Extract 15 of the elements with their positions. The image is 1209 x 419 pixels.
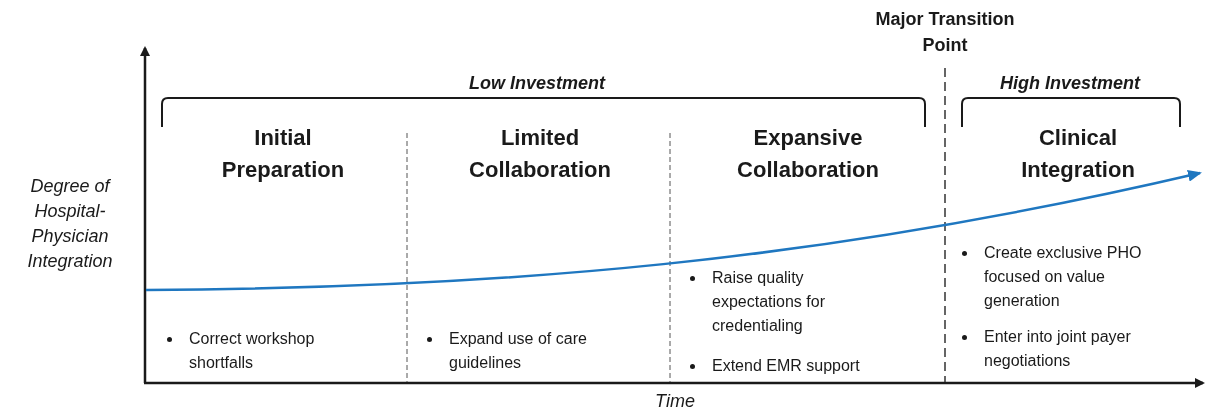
phase-title: Clinical Integration — [1020, 124, 1136, 184]
investment-label: High Investment — [999, 72, 1142, 95]
bullet-text: Expand use of care guidelines — [449, 329, 588, 373]
bullet-text: Extend EMR support — [712, 356, 860, 376]
axis-title: Degree of Hospital-Physician Integration — [26, 175, 114, 273]
phase-title: Expansive Collaboration — [736, 124, 880, 184]
bullet-text: Correct workshop shortfalls — [189, 329, 316, 373]
investment-label: Low Investment — [468, 72, 607, 95]
bullet-text: Enter into joint payer negotiations — [984, 327, 1132, 371]
phase-title: Limited Collaboration — [468, 124, 612, 184]
axis-title: Time — [654, 390, 696, 413]
transition-label: Major Transition Point — [874, 8, 1016, 57]
bullet-text: Create exclusive PHO focused on value generation — [984, 243, 1143, 311]
phase-title: Initial Preparation — [220, 124, 346, 184]
bullet-text: Raise quality expectations for credentialing — [712, 268, 826, 336]
